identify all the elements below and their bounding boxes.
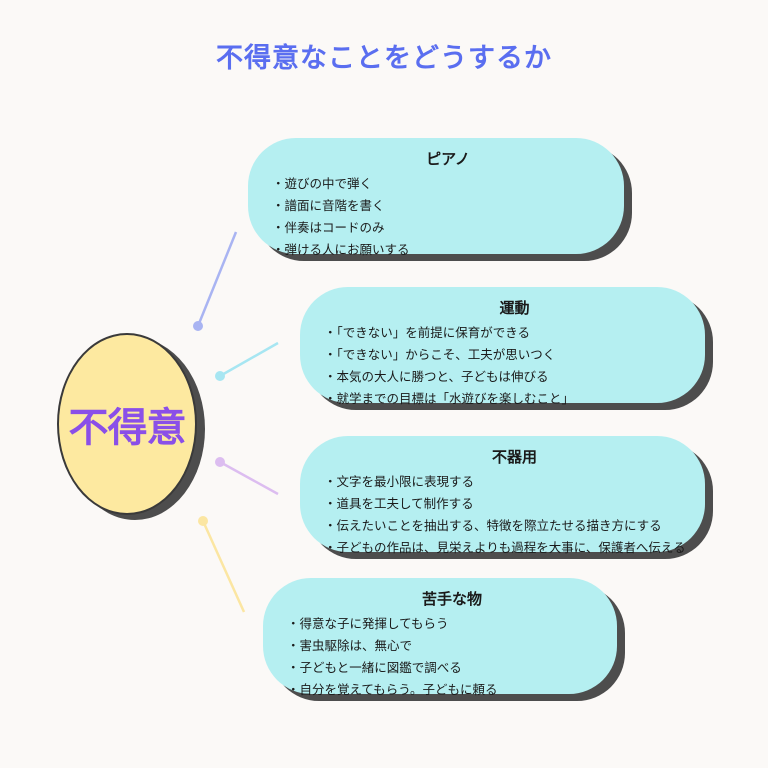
list-item: 「できない」を前提に保育ができる [324, 322, 705, 344]
topic-list: 遊びの中で弾く 譜面に音階を書く 伴奏はコードのみ 弾ける人にお願いする [272, 173, 624, 261]
list-item: 遊びの中で弾く [272, 173, 624, 195]
topic-card-dislikes: 苦手な物 得意な子に発揮してもらう 害虫駆除は、無心で 子どもと一緒に図鑑で調べ… [263, 578, 617, 697]
connector-clumsy [219, 460, 279, 496]
list-item: 本気の大人に勝つと、子どもは伸びる [324, 366, 705, 388]
topic-title: 苦手な物 [421, 590, 482, 608]
list-item: 子どもと一緒に図鑑で調べる [287, 657, 617, 679]
connector-piano [196, 231, 238, 327]
list-item: 「できない」からこそ、工夫が思いつく [324, 344, 705, 366]
list-item: 害虫駆除は、無心で [287, 635, 617, 657]
list-item: 得意な子に発揮してもらう [287, 613, 617, 635]
topic-list: 文字を最小限に表現する 道具を工夫して制作する 伝えたいことを抽出する、特徴を際… [324, 471, 705, 559]
connector-dot-piano [193, 321, 203, 331]
center-label: 不得意 [68, 405, 187, 451]
connector-dot-exercise [215, 371, 225, 381]
list-item: 譜面に音階を書く [272, 195, 624, 217]
connector-dot-clumsy [215, 457, 225, 467]
topic-card-piano: ピアノ 遊びの中で弾く 譜面に音階を書く 伴奏はコードのみ 弾ける人にお願いする [248, 138, 624, 257]
connector-exercise [219, 341, 279, 378]
topic-title: 運動 [499, 299, 530, 317]
list-item: 就学までの目標は「水遊びを楽しむこと」 [324, 388, 705, 410]
topic-title: 不器用 [491, 448, 537, 466]
page-title: 不得意なことをどうするか [216, 43, 552, 74]
topic-title: ピアノ [426, 150, 470, 168]
list-item: 伝えたいことを抽出する、特徴を際立たせる描き方にする [324, 515, 705, 537]
topic-list: 「できない」を前提に保育ができる 「できない」からこそ、工夫が思いつく 本気の大… [324, 322, 705, 410]
list-item: 道具を工夫して制作する [324, 493, 705, 515]
topic-card-exercise: 運動 「できない」を前提に保育ができる 「できない」からこそ、工夫が思いつく 本… [300, 287, 705, 406]
connector-dislikes [201, 520, 246, 613]
list-item: 自分を覚えてもらう。子どもに頼る [287, 679, 617, 701]
list-item: 弾ける人にお願いする [272, 239, 624, 261]
topic-list: 得意な子に発揮してもらう 害虫駆除は、無心で 子どもと一緒に図鑑で調べる 自分を… [287, 613, 617, 701]
center-node: 不得意 [57, 333, 197, 515]
list-item: 子どもの作品は、見栄えよりも過程を大事に、保護者へ伝える [324, 537, 705, 559]
list-item: 文字を最小限に表現する [324, 471, 705, 493]
topic-card-clumsy: 不器用 文字を最小限に表現する 道具を工夫して制作する 伝えたいことを抽出する、… [300, 436, 705, 555]
connector-dot-dislikes [198, 516, 208, 526]
list-item: 伴奏はコードのみ [272, 217, 624, 239]
